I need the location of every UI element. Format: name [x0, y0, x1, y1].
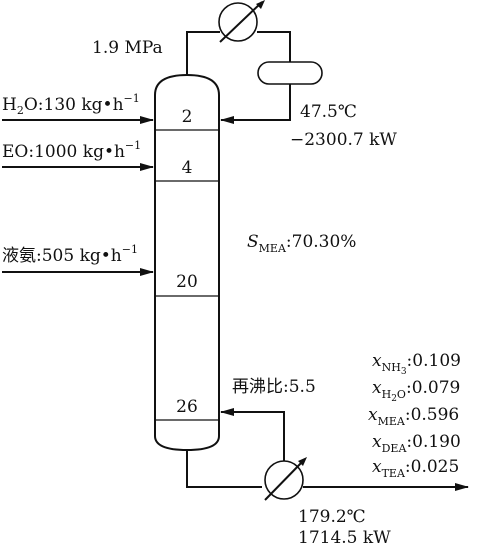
- selectivity-label: SMEA:70.30%: [247, 232, 356, 255]
- top-pressure: 1.9 MPa: [92, 38, 163, 58]
- condenser-temperature: 47.5℃: [300, 102, 357, 122]
- bottoms-composition: xNH3:0.109 xH2O:0.079 xMEA:0.596 xDEA:0.…: [368, 351, 461, 480]
- condenser-duty: −2300.7 kW: [290, 130, 397, 150]
- condenser-icon: [218, 0, 265, 43]
- reflux-arrow: [220, 84, 291, 124]
- selectivity-symbol: S: [247, 232, 259, 252]
- reboil-ratio: 再沸比:5.5: [232, 377, 316, 397]
- feed-ammonia-name: 液氨: [2, 246, 36, 266]
- composition-h2o: xH2O:0.079: [372, 378, 460, 404]
- reflux-drum-icon: [257, 61, 323, 85]
- reboiler-duty: 1714.5 kW: [298, 528, 391, 547]
- stage-label: 20: [176, 272, 198, 292]
- stage-label: 26: [176, 397, 198, 417]
- reboil-ratio-label: 再沸比: [232, 377, 283, 397]
- overhead-piping: [186, 31, 291, 75]
- stage-label: 4: [182, 158, 193, 178]
- feed-eo-rate: 1000 kg•h: [34, 142, 125, 162]
- boilup-arrow: [220, 408, 285, 461]
- feed-ammonia-exponent: −1: [122, 243, 138, 256]
- feed-water-formula-h: H: [2, 95, 17, 115]
- stage-label: 2: [182, 107, 193, 127]
- composition-tea: xTEA:0.025: [372, 457, 459, 480]
- feed-eo-name: EO: [2, 142, 28, 162]
- feed-water-formula-o: O: [24, 95, 38, 115]
- feed-eo: EO:1000 kg•h−1: [2, 139, 154, 171]
- svg-text:EO:1000 kg•h−1: EO:1000 kg•h−1: [2, 139, 141, 162]
- composition-mea: xMEA:0.596: [368, 405, 459, 428]
- feed-ammonia-rate: 505 kg•h: [42, 246, 122, 266]
- svg-text:H2O:130 kg•h−1: H2O:130 kg•h−1: [2, 92, 140, 117]
- reboiler-temperature: 179.2℃: [298, 507, 366, 527]
- feed-water-formula-sub: 2: [17, 104, 24, 117]
- feed-water-exponent: −1: [124, 92, 140, 105]
- feed-water: H2O:130 kg•h−1: [2, 92, 154, 124]
- composition-nh3: xNH3:0.109: [372, 351, 461, 377]
- composition-dea: xDEA:0.190: [372, 432, 461, 455]
- feed-ammonia: 液氨:505 kg•h−1: [2, 243, 154, 276]
- selectivity-sub: MEA: [259, 242, 287, 255]
- reboil-ratio-value: 5.5: [289, 377, 316, 397]
- bottoms-pipe: [186, 450, 262, 488]
- distillation-column: [154, 73, 220, 452]
- feed-water-rate: 130 kg•h: [44, 95, 124, 115]
- reboiler-icon: [264, 457, 307, 501]
- svg-text:液氨:505 kg•h−1: 液氨:505 kg•h−1: [2, 243, 138, 266]
- feed-eo-exponent: −1: [125, 139, 141, 152]
- selectivity-value: 70.30%: [292, 232, 357, 252]
